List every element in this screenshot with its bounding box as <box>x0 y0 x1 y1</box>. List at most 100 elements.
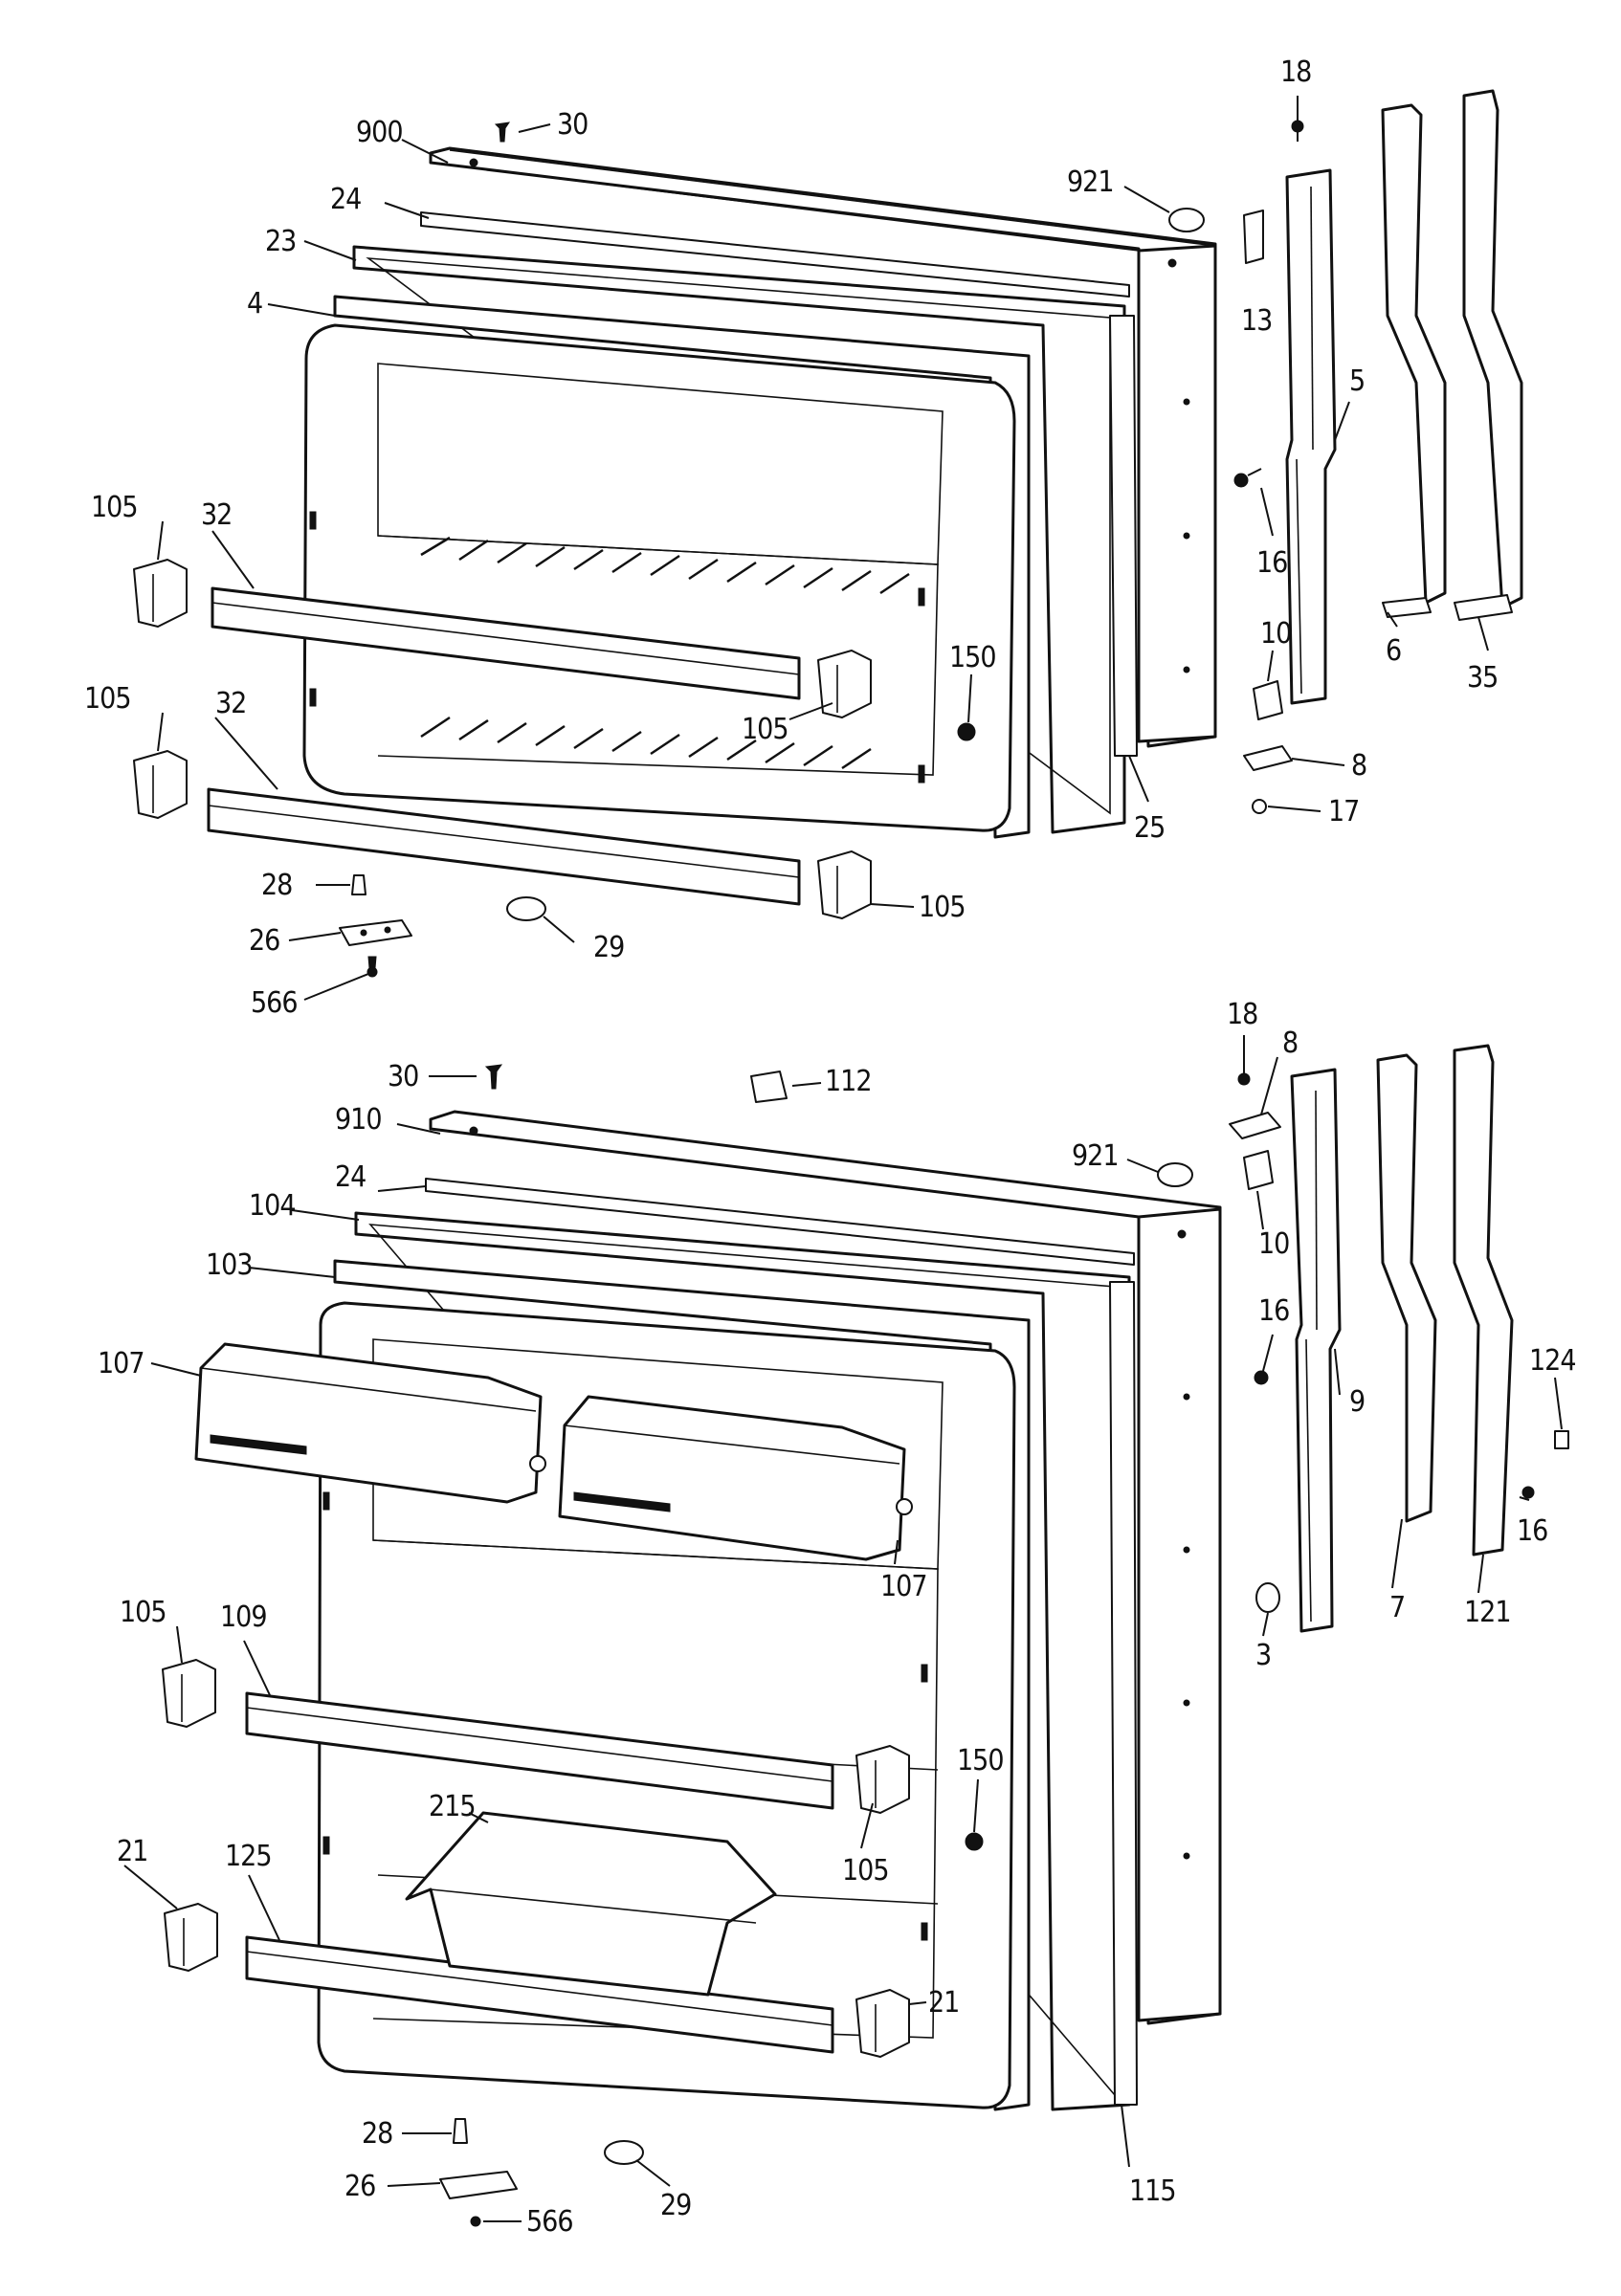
callout-26: 26 <box>344 2170 375 2203</box>
shelf-rail-32-upper <box>211 586 801 700</box>
callout-105-d: 105 <box>919 891 966 924</box>
callout-10: 10 <box>1258 1227 1289 1261</box>
callout-18: 18 <box>1280 55 1311 89</box>
screw-16-a <box>1254 1370 1269 1385</box>
callout-35: 35 <box>1467 661 1498 695</box>
callout-30: 30 <box>557 108 588 142</box>
fresh-food-door-assembly: 30 112 18 8 910 921 24 10 104 103 16 124… <box>98 998 1577 2239</box>
shelf-support-105-a <box>133 559 188 628</box>
callout-105-c: 105 <box>742 713 788 746</box>
callout-105-a: 105 <box>91 491 138 524</box>
callout-32-a: 32 <box>201 498 232 532</box>
callout-124: 124 <box>1529 1344 1576 1378</box>
cap-13 <box>1243 210 1264 264</box>
screw-18 <box>1291 120 1304 142</box>
callout-105-b: 105 <box>84 682 131 716</box>
callout-910: 910 <box>335 1103 382 1137</box>
callout-21-a: 21 <box>117 1835 147 1868</box>
callout-900: 900 <box>356 116 403 149</box>
cap-10 <box>1243 1150 1274 1190</box>
leader-lines-top <box>157 96 1489 1001</box>
shelf-support-21-b <box>855 1989 910 2058</box>
leader-lines-bottom <box>123 1035 1563 2222</box>
shelf-support-105-f <box>855 1745 910 1814</box>
callout-17: 17 <box>1328 795 1359 828</box>
callout-16: 16 <box>1256 546 1287 580</box>
screw-30 <box>494 121 511 143</box>
callout-9: 9 <box>1349 1385 1365 1419</box>
screw-16 <box>1233 468 1262 488</box>
screw-18 <box>1237 1072 1251 1086</box>
dairy-bin-215 <box>405 1811 777 1997</box>
bumper-3 <box>1255 1582 1280 1613</box>
gasket-strip-25 <box>1109 315 1138 757</box>
shelf-support-105-d <box>817 850 872 919</box>
callout-107-a: 107 <box>98 1347 144 1380</box>
callout-32-b: 32 <box>215 687 246 720</box>
callout-21-b: 21 <box>928 1986 959 2020</box>
freezer-door-assembly: 900 30 24 921 23 4 18 13 5 16 10 6 35 10… <box>84 55 1523 1020</box>
callout-24: 24 <box>335 1160 366 1194</box>
shelf-support-105-b <box>133 750 188 819</box>
callouts-bottom: 30 112 18 8 910 921 24 10 104 103 16 124… <box>98 998 1577 2239</box>
door-bin-107-right <box>558 1395 913 1561</box>
screw-17 <box>1252 799 1267 814</box>
bracket-8 <box>1243 745 1293 771</box>
callout-29: 29 <box>593 931 624 964</box>
screw-16-b <box>1521 1486 1535 1499</box>
callout-109: 109 <box>220 1601 267 1634</box>
hinge-plate-26 <box>439 2171 518 2199</box>
handle-trim-35 <box>1454 89 1523 621</box>
callout-921: 921 <box>1067 166 1114 199</box>
callout-150: 150 <box>957 1744 1004 1777</box>
clip-124 <box>1554 1430 1569 1449</box>
callout-125: 125 <box>225 1840 272 1873</box>
bracket-8 <box>1229 1112 1281 1139</box>
callout-28: 28 <box>261 869 292 902</box>
shelf-support-21-a <box>164 1903 218 1972</box>
screw-566 <box>366 956 378 978</box>
callout-29: 29 <box>660 2189 691 2222</box>
callout-13: 13 <box>1241 304 1272 338</box>
callout-16-b: 16 <box>1517 1514 1547 1548</box>
bumper-29 <box>506 896 546 921</box>
callout-104: 104 <box>249 1189 296 1223</box>
hinge-plate-26 <box>339 919 412 946</box>
callout-23: 23 <box>265 225 296 258</box>
callout-6: 6 <box>1386 634 1401 668</box>
callout-25: 25 <box>1134 811 1165 845</box>
callout-10: 10 <box>1260 617 1291 651</box>
bumper-29 <box>604 2140 644 2165</box>
callout-107-b: 107 <box>880 1570 927 1603</box>
callout-112: 112 <box>825 1065 872 1098</box>
callout-105-a: 105 <box>120 1596 167 1629</box>
callout-26: 26 <box>249 924 279 958</box>
liner-103 <box>333 1259 1031 2111</box>
callout-3: 3 <box>1255 1639 1271 1672</box>
screw-566 <box>470 2216 481 2227</box>
callout-8: 8 <box>1282 1027 1298 1060</box>
breaker-strip-24 <box>420 211 1130 298</box>
callouts-top: 900 30 24 921 23 4 18 13 5 16 10 6 35 10… <box>84 55 1499 1020</box>
callout-921: 921 <box>1072 1139 1119 1173</box>
pin-28 <box>453 2118 468 2144</box>
clip-112 <box>750 1071 788 1103</box>
callout-566: 566 <box>526 2205 573 2239</box>
freezer-liner <box>302 323 1016 832</box>
gasket-strip-115 <box>1109 1281 1138 2106</box>
callout-5: 5 <box>1349 364 1365 398</box>
callout-105-b: 105 <box>842 1854 889 1888</box>
shelf-rail-32-lower <box>207 787 801 906</box>
callout-28: 28 <box>362 2117 392 2151</box>
handle-trim-121 <box>1453 1044 1514 1556</box>
callout-4: 4 <box>247 287 262 320</box>
callout-24: 24 <box>330 183 361 216</box>
handle-9 <box>1290 1068 1342 1633</box>
callout-30: 30 <box>388 1060 418 1093</box>
outer-door-panel-910 <box>429 1110 1222 2025</box>
callout-7: 7 <box>1389 1591 1405 1624</box>
screw-150 <box>965 1832 984 1851</box>
callout-103: 103 <box>206 1248 253 1282</box>
handle-5 <box>1285 168 1337 705</box>
door-bin-107-left <box>194 1342 546 1504</box>
